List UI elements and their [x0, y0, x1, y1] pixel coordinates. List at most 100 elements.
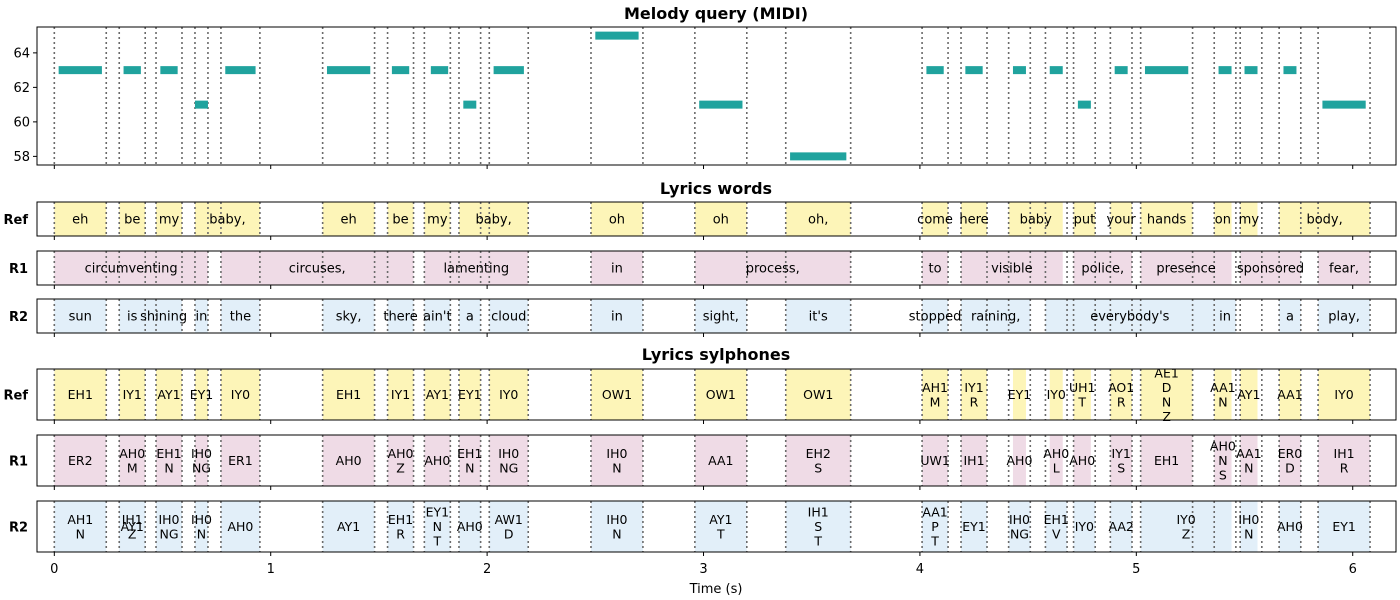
segment-box	[1012, 435, 1026, 486]
segment-label: Z	[128, 526, 137, 541]
segment-box	[1110, 435, 1132, 486]
segment-box	[1214, 202, 1232, 236]
segment-label: ER0	[1278, 446, 1303, 461]
segment-label: ER1	[228, 453, 253, 468]
segment-box	[387, 202, 414, 236]
segment-label: AA1	[708, 453, 733, 468]
segment-label: IH0	[191, 446, 212, 461]
segment-box	[590, 251, 643, 285]
segment-label: AH1	[922, 380, 948, 395]
segment-label: P	[931, 519, 939, 534]
segment-box	[424, 435, 451, 486]
segment-label: EY1	[962, 519, 986, 534]
segment-label: fear,	[1329, 262, 1359, 277]
segment-label: IH0	[606, 512, 627, 527]
segment-label: L	[1053, 460, 1060, 475]
segment-label: OW1	[803, 387, 833, 402]
segment-label: D	[1285, 460, 1295, 475]
segment-label: everybody's	[1090, 310, 1169, 325]
segment-label: R	[1117, 394, 1126, 409]
segment-box	[1008, 202, 1063, 236]
segment-label: IH0	[1009, 512, 1030, 527]
segment-box	[1140, 435, 1193, 486]
segment-label: N	[164, 460, 173, 475]
words-title: Lyrics words	[660, 179, 772, 198]
segment-box	[1318, 435, 1371, 486]
segment-label: EH2	[806, 446, 831, 461]
segment-label: D	[1162, 380, 1172, 395]
segment-box	[590, 435, 643, 486]
segment-box	[119, 435, 146, 486]
segment-box	[785, 202, 851, 236]
segment-label: IH0	[191, 512, 212, 527]
segment-label: circumventing	[85, 262, 178, 277]
segment-box	[1140, 501, 1232, 552]
note-bar	[160, 66, 178, 75]
segment-label: there	[383, 310, 417, 325]
segment-label: in	[611, 262, 623, 277]
segment-label: in	[196, 310, 208, 325]
note-bar	[1049, 66, 1063, 75]
segment-box	[1240, 369, 1258, 420]
note-bar	[430, 66, 449, 75]
note-bar	[391, 66, 410, 75]
y-tick-label: 60	[13, 115, 30, 130]
segment-label: N	[612, 526, 621, 541]
segment-label: baby,	[475, 213, 511, 228]
segment-label: AY1	[426, 387, 449, 402]
segment-label: my	[1239, 213, 1260, 228]
segment-label: R	[396, 526, 405, 541]
segment-label: cloud	[491, 310, 526, 325]
segment-box	[387, 369, 414, 420]
segment-box	[387, 501, 414, 552]
segment-box	[1318, 299, 1371, 333]
segment-label: AH0	[336, 453, 362, 468]
segment-label: here	[959, 213, 988, 228]
segment-box	[694, 251, 851, 285]
segment-label: AA2	[1108, 519, 1133, 534]
segment-label: OW1	[706, 387, 736, 402]
segment-box	[590, 501, 643, 552]
note-bar	[699, 100, 743, 109]
segment-label: eh	[72, 213, 88, 228]
segment-box	[424, 501, 451, 552]
segment-box	[1214, 435, 1232, 486]
x-tick-label: 5	[1132, 562, 1140, 577]
segment-box	[1214, 369, 1232, 420]
segment-label: NG	[192, 460, 211, 475]
segment-label: EH1	[336, 387, 361, 402]
segment-label: IH0	[606, 446, 627, 461]
segment-box	[1045, 501, 1068, 552]
note-bar	[58, 66, 102, 75]
note-bar	[1114, 66, 1128, 75]
segment-label: it's	[809, 310, 828, 325]
segment-label: oh	[713, 213, 729, 228]
note-bar	[1322, 100, 1366, 109]
segment-label: Z	[1162, 409, 1171, 424]
note-bar	[1244, 66, 1258, 75]
note-bar	[225, 66, 256, 75]
segment-label: EY1	[1332, 519, 1356, 534]
segment-box	[1240, 251, 1301, 285]
segment-box	[961, 202, 988, 236]
segment-box	[54, 369, 107, 420]
segment-box	[785, 369, 851, 420]
x-tick-label: 2	[483, 562, 491, 577]
segment-box	[922, 501, 949, 552]
segment-box	[424, 369, 451, 420]
segment-label: IY0	[1047, 387, 1066, 402]
segment-box	[489, 369, 529, 420]
segment-box	[54, 299, 107, 333]
segment-label: my	[427, 213, 448, 228]
segment-box	[156, 202, 182, 236]
segment-box	[590, 299, 643, 333]
segment-label: AY1	[157, 387, 180, 402]
segment-label: S	[814, 519, 822, 534]
segment-label: sight,	[703, 310, 739, 325]
segment-box	[694, 299, 747, 333]
segment-box	[1049, 369, 1063, 420]
segment-box	[1073, 202, 1096, 236]
